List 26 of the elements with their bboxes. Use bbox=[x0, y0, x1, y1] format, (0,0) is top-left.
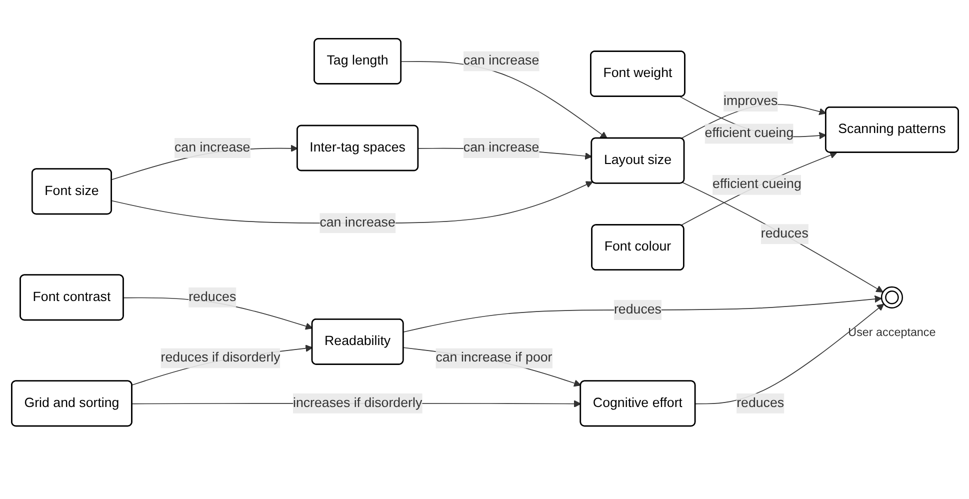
state-box: Scanning patterns bbox=[824, 106, 958, 154]
edge-label: reduces bbox=[613, 300, 661, 320]
state-box: Inter-tag spaces bbox=[296, 125, 418, 172]
edge-label: increases if disorderly bbox=[292, 394, 422, 414]
edge-label: improves bbox=[723, 92, 778, 112]
state-box: Font colour bbox=[590, 224, 684, 271]
edge-label: reduces bbox=[188, 288, 236, 308]
state-box: Readability bbox=[310, 318, 404, 366]
edge-label: can increase bbox=[319, 214, 395, 234]
node-caption: User acceptance bbox=[848, 326, 936, 340]
edge-label: reduces bbox=[760, 224, 808, 245]
edge-label: efficient cueing bbox=[704, 124, 794, 144]
state-box: Tag length bbox=[313, 38, 402, 85]
edge-label: reduces bbox=[736, 394, 784, 414]
state-box: Font contrast bbox=[19, 274, 124, 322]
edge-label: efficient cueing bbox=[712, 175, 801, 196]
edge-label: can increase bbox=[462, 52, 539, 72]
edge-label: reduces if disorderly bbox=[160, 348, 280, 369]
state-box: Font weight bbox=[590, 51, 685, 98]
edge-label: can increase if poor bbox=[435, 348, 552, 369]
edge-label: can increase bbox=[174, 138, 250, 159]
state-box: Cognitive effort bbox=[579, 380, 696, 428]
state-box: Grid and sorting bbox=[10, 380, 132, 428]
state-box: Layout size bbox=[590, 138, 684, 184]
edge-label: can increase bbox=[462, 138, 539, 159]
state-box: Font size bbox=[30, 168, 112, 216]
